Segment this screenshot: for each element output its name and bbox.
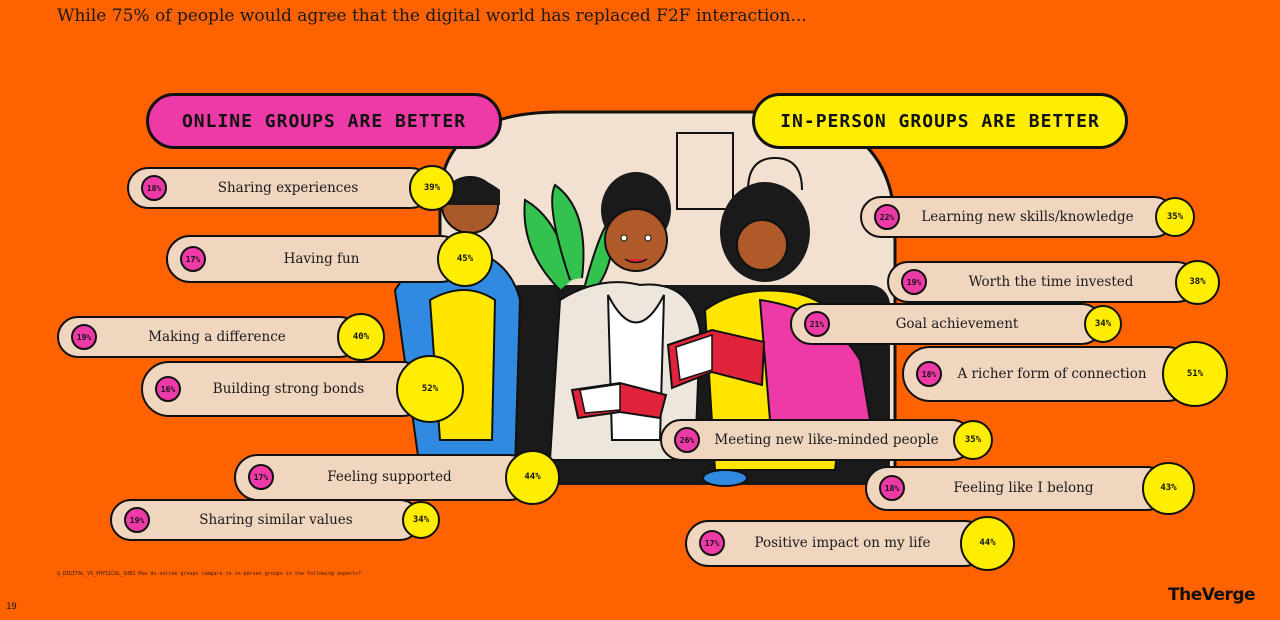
- in-person-value-marker: 34%: [402, 501, 440, 539]
- category-label: Learning new skills/knowledge: [921, 209, 1134, 225]
- online-value-marker: 18%: [141, 175, 167, 201]
- online-value-marker: 19%: [71, 324, 97, 350]
- category-label: Having fun: [283, 251, 360, 267]
- category-label: Goal achievement: [895, 316, 1019, 332]
- in-person-value-marker: 51%: [1162, 341, 1228, 407]
- bar-sharing-similar-values: [110, 499, 421, 541]
- in-person-value-marker: 34%: [1084, 305, 1122, 343]
- category-label: Sharing experiences: [217, 180, 359, 196]
- online-value-marker: 17%: [180, 246, 206, 272]
- bar-meeting-new-like-minded-people: [660, 419, 973, 461]
- in-person-value-marker: 35%: [953, 420, 993, 460]
- online-value-marker: 19%: [124, 507, 150, 533]
- category-label: A richer form of connection: [957, 366, 1147, 382]
- bar-positive-impact-on-my-life: [685, 519, 988, 567]
- online-value-marker: 17%: [699, 530, 725, 556]
- footnote: Q_DIGITAL_VS_PHYSICAL_SUB2 How do online…: [57, 571, 362, 577]
- category-label: Feeling supported: [327, 469, 452, 485]
- online-value-marker: 18%: [916, 361, 942, 387]
- online-value-marker: 17%: [248, 464, 274, 490]
- in-person-value-marker: 52%: [396, 355, 464, 423]
- online-groups-header: ONLINE GROUPS ARE BETTER: [146, 93, 502, 149]
- headline: While 75% of people would agree that the…: [57, 6, 807, 26]
- bar-having-fun: [166, 235, 465, 283]
- in-person-value-marker: 44%: [505, 449, 560, 505]
- category-label: Feeling like I belong: [953, 480, 1094, 496]
- page-number: 19: [6, 602, 17, 612]
- bar-feeling-like-i-belong: [865, 465, 1169, 511]
- online-value-marker: 16%: [155, 376, 181, 402]
- online-value-marker: 22%: [874, 204, 900, 230]
- category-label: Building strong bonds: [212, 381, 365, 397]
- bar-learning-new-skills-knowledge: [860, 196, 1175, 238]
- category-label: Making a difference: [148, 329, 286, 345]
- category-label: Sharing similar values: [199, 512, 353, 528]
- the-verge-logo: TheVerge: [1168, 585, 1256, 605]
- online-value-marker: 21%: [804, 311, 830, 337]
- category-label: Meeting new like-minded people: [714, 432, 939, 448]
- bar-making-a-difference: [57, 316, 361, 358]
- in-person-value-marker: 45%: [437, 231, 493, 287]
- bar-goal-achievement: [790, 303, 1103, 345]
- in-person-value-marker: 40%: [337, 313, 385, 361]
- bar-a-richer-form-of-connection: [902, 346, 1195, 402]
- in-person-value-marker: 43%: [1142, 461, 1195, 515]
- in-person-value-marker: 39%: [409, 165, 455, 211]
- in-person-value-marker: 44%: [960, 515, 1015, 571]
- category-label: Positive impact on my life: [754, 535, 931, 551]
- in-person-value-marker: 35%: [1155, 197, 1195, 237]
- in-person-value-marker: 38%: [1175, 259, 1220, 305]
- online-value-marker: 26%: [674, 427, 700, 453]
- online-value-marker: 18%: [879, 475, 905, 501]
- online-value-marker: 19%: [901, 269, 927, 295]
- bar-building-strong-bonds: [141, 361, 430, 417]
- in-person-groups-header: IN-PERSON GROUPS ARE BETTER: [752, 93, 1128, 149]
- category-label: Worth the time invested: [968, 274, 1134, 290]
